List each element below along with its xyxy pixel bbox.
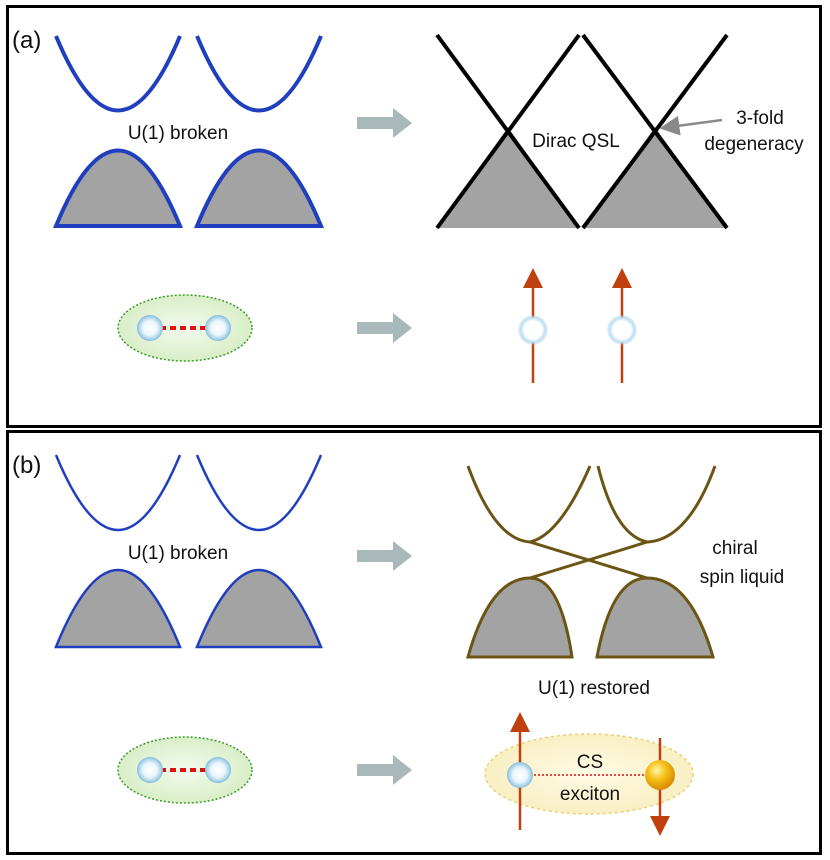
panel-a-frame bbox=[6, 5, 822, 428]
transition-arrow-a2 bbox=[357, 313, 412, 343]
band-b-cond-right bbox=[195, 454, 323, 531]
panel-a-gapped-bands bbox=[53, 35, 324, 228]
band-b-cross-val-right bbox=[595, 576, 715, 659]
band-b-cross-upper-inner-left bbox=[529, 465, 592, 544]
band-b-cross-upper-right bbox=[529, 465, 717, 580]
panel-b-gapped-bands bbox=[54, 454, 323, 649]
dirac-cone-fill-left bbox=[437, 127, 579, 228]
transition-arrow-a1 bbox=[357, 108, 412, 138]
panel-b-frame bbox=[6, 430, 822, 855]
band-b-cond-left bbox=[54, 454, 182, 531]
degeneracy-pointer bbox=[659, 115, 723, 136]
band-a-cond-right bbox=[195, 35, 323, 113]
cs-exciton bbox=[484, 712, 694, 836]
band-b-val-right bbox=[195, 569, 323, 649]
band-a-val-right bbox=[194, 148, 324, 228]
panel-a-left-label: U(1) broken bbox=[128, 123, 228, 144]
panel-a-tag: (a) bbox=[12, 27, 41, 54]
spinon-left bbox=[137, 315, 163, 341]
panel-b-tag: (b) bbox=[12, 452, 41, 479]
spinon-right bbox=[205, 315, 231, 341]
transition-arrow-b1 bbox=[357, 541, 412, 571]
spinon-blue bbox=[507, 762, 533, 788]
band-b-cross-val-left bbox=[466, 576, 574, 659]
panel-a-free-spinons bbox=[518, 268, 637, 383]
panel-a-right-label: Dirac QSL bbox=[532, 131, 620, 152]
panel-b-right-label-1: chiral bbox=[712, 538, 757, 559]
band-a-cond-left bbox=[54, 35, 182, 113]
panel-b-bottom-label: U(1) restored bbox=[538, 678, 650, 699]
panel-a-dirac-cones bbox=[435, 33, 729, 230]
spinon-free-2 bbox=[607, 315, 637, 345]
dirac-line-l2 bbox=[435, 33, 581, 230]
panel-b-right-label-2: spin liquid bbox=[700, 567, 785, 588]
band-b-cross-upper-inner-right bbox=[596, 465, 648, 544]
annotation-line2: degeneracy bbox=[704, 134, 804, 155]
spinon-free-1 bbox=[518, 315, 548, 345]
spinon-right-b bbox=[205, 757, 231, 783]
band-b-val-left bbox=[54, 569, 182, 649]
spinon-left-b bbox=[137, 757, 163, 783]
dirac-cone-fill-right bbox=[583, 127, 727, 228]
exciton-ellipse bbox=[484, 733, 694, 815]
annotation-line1: 3-fold bbox=[736, 108, 784, 129]
transition-arrow-b2 bbox=[357, 755, 412, 785]
panel-b-crossed-bands bbox=[466, 465, 717, 659]
panel-b-bound-pair bbox=[117, 736, 253, 804]
exciton-label-2: exciton bbox=[560, 784, 620, 805]
exciton-label-1: CS bbox=[577, 752, 603, 773]
spinon-yellow bbox=[645, 760, 675, 790]
band-a-val-left bbox=[53, 148, 183, 228]
panel-b-left-label: U(1) broken bbox=[128, 543, 228, 564]
band-b-cross-upper-left bbox=[466, 465, 648, 580]
panel-a-bound-pair bbox=[117, 294, 253, 362]
dirac-line-r2 bbox=[581, 33, 729, 230]
